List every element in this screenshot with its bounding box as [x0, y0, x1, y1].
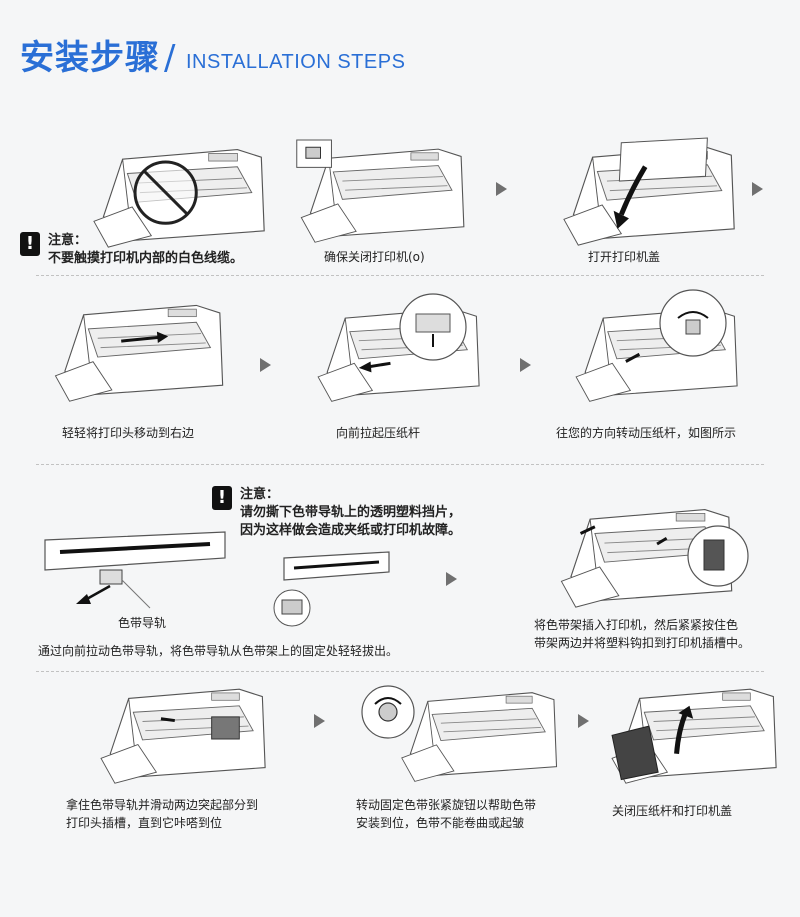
step-caption-tension-knob-line1: 转动固定色带张紧旋钮以帮助色带 — [356, 798, 537, 812]
note-title: 注意： — [48, 233, 88, 248]
step-caption-rotate-lever: 往您的方向转动压纸杆，如图所示 — [556, 426, 737, 440]
next-arrow-icon — [260, 358, 271, 372]
printer-illustration-open-cover — [563, 138, 735, 246]
warning-icon: ! — [20, 232, 40, 256]
step-caption-insert-ribbon-line2: 带架两边并将塑料钩扣到打印机插槽中。 — [534, 636, 751, 650]
printer-illustration-tension-knob — [401, 692, 558, 782]
page-title-cn: 安装步骤 — [20, 38, 160, 78]
printer-illustration-power-off — [296, 140, 465, 243]
page-title-en: INSTALLATION STEPS — [186, 51, 406, 73]
printer-illustration-slide-guide — [100, 688, 266, 784]
next-arrow-icon — [752, 182, 763, 196]
step-caption-slide-guide-line2: 打印头插槽，直到它咔嗒到位 — [66, 816, 223, 830]
note-body-line1: 请勿撕下色带导轨上的透明塑料挡片， — [240, 505, 462, 520]
printer-illustration-pull-lever — [317, 308, 480, 402]
note-body: 不要触摸打印机内部的白色线缆。 — [48, 251, 244, 266]
ribbon-guide-label: 色带导轨 — [118, 616, 167, 630]
next-arrow-icon — [446, 572, 457, 586]
next-arrow-icon — [578, 714, 589, 728]
step-caption-insert-ribbon-line1: 将色带架插入打印机，然后紧紧按住色 — [534, 618, 739, 632]
section-divider — [36, 464, 764, 465]
warning-note-cables: ! 注意： 不要触摸打印机内部的白色线缆。 — [20, 232, 243, 268]
note-body-line2: 因为这样做会造成夹纸或打印机故障。 — [240, 523, 462, 538]
lever-detail-callout — [398, 292, 468, 362]
step-caption-slide-guide-line1: 拿住色带导轨并滑动两边突起部分到 — [66, 798, 259, 812]
next-arrow-icon — [520, 358, 531, 372]
note-title: 注意： — [240, 487, 280, 502]
printer-illustration-no-touch — [93, 148, 265, 248]
step-caption-pull-lever: 向前拉起压纸杆 — [336, 426, 421, 440]
clip-detail-callout — [686, 524, 750, 588]
step-caption-move-head: 轻轻将打印头移动到右边 — [62, 426, 195, 440]
ribbon-guide-illustration — [264, 548, 394, 628]
warning-note-ribbon: ! 注意： 请勿撕下色带导轨上的透明塑料挡片， 因为这样做会造成夹纸或打印机故障… — [212, 486, 461, 540]
printer-illustration-close-cover — [611, 688, 777, 784]
step-caption-power-off: 确保关闭打印机(o) — [324, 250, 425, 264]
ribbon-cartridge-illustration — [40, 530, 230, 610]
step-caption-tension-knob-line2: 安装到位，色带不能卷曲或起皱 — [356, 816, 525, 830]
printer-illustration-rotate-lever — [575, 308, 738, 402]
step-caption-close-cover: 关闭压纸杆和打印机盖 — [612, 804, 733, 818]
title-separator: / — [164, 38, 176, 78]
next-arrow-icon — [496, 182, 507, 196]
knob-detail-callout — [360, 684, 416, 740]
printer-illustration-move-head — [54, 304, 224, 402]
step-caption-remove-guide: 通过向前拉动色带导轨，将色带导轨从色带架上的固定处轻轻拔出。 — [38, 644, 399, 658]
section-divider — [36, 275, 764, 276]
warning-icon: ! — [212, 486, 232, 510]
printer-illustration-insert-ribbon — [560, 508, 733, 608]
next-arrow-icon — [314, 714, 325, 728]
rotate-detail-callout — [658, 288, 728, 358]
section-divider — [36, 671, 764, 672]
step-caption-open-cover: 打开打印机盖 — [588, 250, 661, 264]
